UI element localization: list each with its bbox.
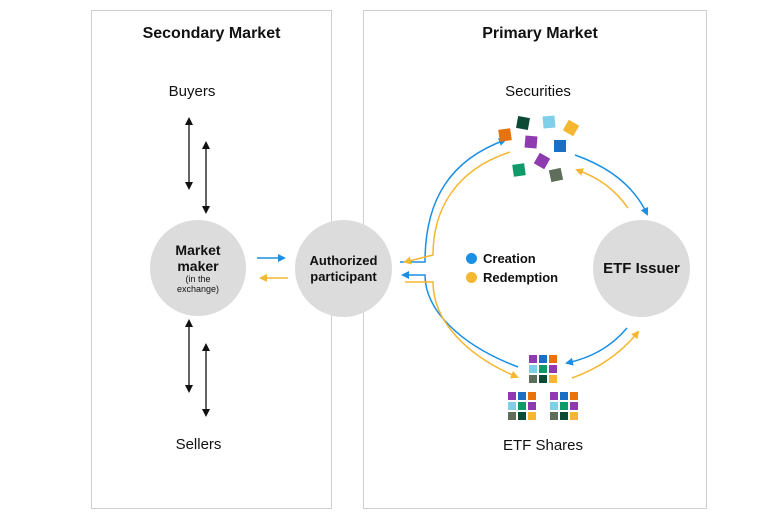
market-maker-node: Market maker (in the exchange) — [150, 220, 246, 316]
secondary-market-title: Secondary Market — [142, 25, 281, 42]
legend-creation: Creation — [466, 251, 536, 266]
security-square — [562, 119, 580, 137]
securities-to-ap-redemption-arc — [403, 151, 511, 265]
etf-shares-label: ETF Shares — [502, 437, 584, 454]
security-square — [554, 140, 566, 152]
shares-to-issuer-redemption-arc — [571, 330, 640, 379]
ap-to-shares-redemption-arc — [405, 281, 519, 379]
issuer-to-shares-creation-arc — [565, 327, 628, 366]
primary-market-title: Primary Market — [482, 25, 598, 42]
legend-redemption: Redemption — [466, 270, 558, 285]
etf-share-grid-right — [550, 392, 578, 420]
redemption-dot-icon — [466, 272, 477, 283]
market-maker-line1: Market — [175, 242, 221, 258]
securities-label: Securities — [505, 83, 571, 100]
security-square — [498, 128, 512, 142]
ap-to-securities-creation-arc — [400, 138, 507, 263]
creation-dot-icon — [466, 253, 477, 264]
market-maker-sub1: (in the — [185, 274, 211, 284]
security-square — [533, 152, 551, 170]
securities-squares — [498, 115, 580, 183]
etf-share-grid-left — [508, 392, 536, 420]
ap-line1: Authorized — [309, 252, 378, 268]
securities-to-issuer-creation-arc — [574, 154, 649, 216]
security-square — [516, 116, 530, 130]
ap-line2: participant — [310, 268, 377, 284]
security-square — [542, 115, 556, 129]
etf-issuer-label: ETF Issuer — [603, 259, 680, 277]
buyers-label: Buyers — [168, 83, 216, 100]
security-square — [548, 167, 564, 183]
market-maker-line2: maker — [177, 258, 219, 274]
authorized-participant-node: Authorized participant — [295, 220, 392, 317]
etf-issuer-node: ETF Issuer — [593, 220, 690, 317]
etf-share-grid-top — [529, 355, 557, 383]
legend-redemption-label: Redemption — [483, 270, 559, 285]
market-maker-sub2: exchange) — [176, 284, 220, 294]
issuer-to-securities-redemption-arc — [575, 168, 629, 209]
security-square — [512, 163, 526, 177]
sellers-label: Sellers — [175, 436, 222, 453]
ap-from-shares-creation-arc — [401, 271, 519, 368]
legend-creation-label: Creation — [483, 251, 536, 266]
security-square — [524, 135, 538, 149]
